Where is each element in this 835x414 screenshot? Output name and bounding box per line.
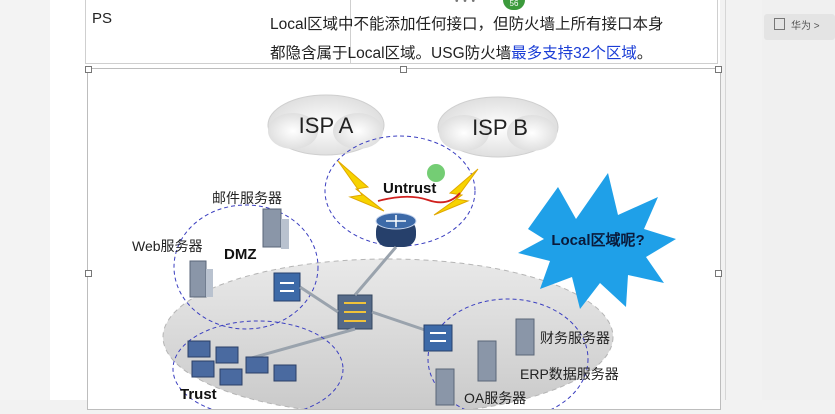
comment-count-badge[interactable]: 56	[503, 0, 525, 10]
dmz-zone	[173, 204, 319, 330]
dmz-switch-icon	[273, 272, 301, 302]
isp-b-cloud: ISP B	[437, 96, 559, 158]
server-zone	[427, 298, 589, 414]
network-diagram: ISP A ISP B Untrust Local区域呢? 邮件服务器	[132, 94, 676, 414]
oa-server-label: OA服务器	[464, 390, 526, 406]
row-description: Local区域中不能添加任何接口，但防火墙上所有接口本身 都隐含属于Local区…	[270, 10, 710, 68]
lightning-right-icon	[433, 168, 479, 216]
right-side-panel	[762, 0, 835, 400]
desc-line-2-end: 。	[636, 45, 653, 62]
isp-a-label: ISP A	[299, 113, 354, 138]
red-underline-annotation	[377, 192, 461, 204]
finance-server-icon	[515, 318, 535, 356]
side-panel-chip[interactable]: 华为 >	[764, 14, 835, 40]
mail-server-label: 邮件服务器	[212, 190, 282, 206]
network-links	[247, 246, 429, 361]
dmz-label: DMZ	[224, 246, 257, 263]
router-icon	[375, 212, 417, 247]
erp-server-label: ERP数据服务器	[520, 366, 619, 382]
cursor-highlight	[427, 164, 445, 182]
firewall-icon	[337, 294, 373, 330]
erp-server-icon	[477, 340, 497, 382]
local-zone-starburst	[518, 173, 676, 309]
trust-zone	[172, 320, 344, 414]
table-row	[85, 0, 718, 64]
server-switch-icon	[423, 324, 453, 352]
resize-handle-tm[interactable]	[400, 66, 407, 73]
desc-line-1: Local区域中不能添加任何接口，但防火墙上所有接口本身	[270, 16, 664, 33]
pc-cluster-icon	[187, 340, 297, 386]
side-chip-label: 华为 >	[791, 21, 820, 32]
resize-handle-ml[interactable]	[85, 270, 92, 277]
row-label: PS	[92, 10, 113, 27]
resize-handle-tl[interactable]	[85, 66, 92, 73]
drag-handle-dots[interactable]: • • •	[455, 0, 477, 7]
local-zone-question: Local区域呢?	[551, 231, 644, 249]
untrust-zone	[324, 135, 476, 247]
finance-server-label: 财务服务器	[540, 330, 610, 346]
isp-a-cloud: ISP A	[267, 94, 385, 156]
untrust-label: Untrust	[383, 180, 436, 197]
network-diagram-image[interactable]: ISP A ISP B Untrust Local区域呢? 邮件服务器	[87, 68, 721, 414]
mail-server-icon	[262, 208, 289, 249]
left-margin	[0, 0, 50, 400]
trust-label: Trust	[180, 386, 217, 403]
desc-line-2-text: 都隐含属于Local区域。USG防火墙	[270, 45, 512, 62]
cell-divider	[350, 0, 351, 64]
lightning-left-icon	[337, 160, 385, 212]
resize-handle-mr[interactable]	[715, 270, 722, 277]
web-server-label: Web服务器	[132, 238, 203, 254]
desc-highlight: 最多支持32个区域	[511, 45, 637, 62]
resize-handle-tr[interactable]	[715, 66, 722, 73]
document-icon	[774, 18, 785, 30]
isp-b-label: ISP B	[472, 115, 528, 140]
desc-line-2: 都隐含属于Local区域。USG防火墙最多支持32个区域。	[270, 39, 710, 68]
page-edge-line	[725, 0, 726, 400]
web-server-icon	[189, 260, 213, 298]
